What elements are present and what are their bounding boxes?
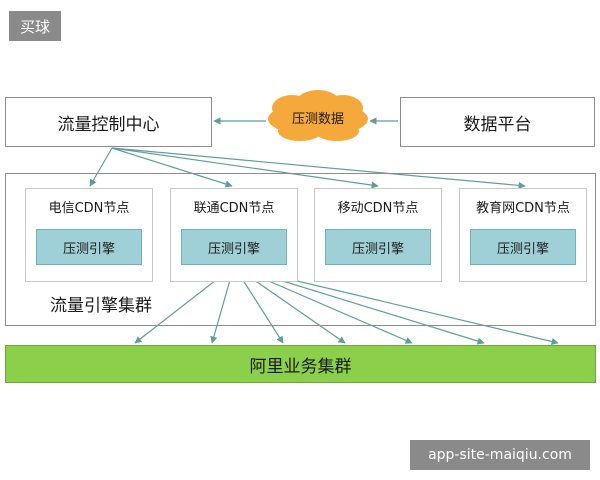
site-badge: 买球 [9, 11, 61, 41]
stress-data-cloud-icon [268, 90, 368, 141]
data-platform: 数据平台 [400, 97, 595, 147]
stress-data-label: 压测数据 [291, 112, 344, 127]
cdn-node-telecom: 电信CDN节点 压测引擎 [25, 188, 153, 282]
stress-engine: 压测引擎 [36, 229, 142, 265]
node-label: 联通CDN节点 [193, 201, 275, 216]
cdn-node-education: 教育网CDN节点 压测引擎 [459, 188, 587, 282]
cdn-node-unicom: 联通CDN节点 压测引擎 [170, 188, 298, 282]
watermark: app-site-maiqiu.com [410, 440, 590, 470]
node-label: 教育网CDN节点 [476, 201, 570, 216]
alibaba-business-cluster: 阿里业务集群 [5, 345, 596, 383]
engine-cluster-label: 流量引擎集群 [50, 296, 152, 316]
stress-engine: 压测引擎 [470, 229, 576, 265]
flow-control-center: 流量控制中心 [5, 97, 212, 147]
stress-engine: 压测引擎 [181, 229, 287, 265]
engine-cluster-frame [5, 173, 596, 326]
cdn-node-mobile: 移动CDN节点 压测引擎 [314, 188, 442, 282]
arrow-center-to-node-2 [111, 147, 379, 189]
arrow-center-to-node-0 [89, 147, 113, 187]
node-label: 移动CDN节点 [337, 201, 419, 216]
arrow-center-to-node-3 [111, 147, 526, 189]
stress-engine: 压测引擎 [325, 229, 431, 265]
arrow-center-to-node-1 [111, 147, 233, 188]
node-label: 电信CDN节点 [48, 201, 130, 216]
